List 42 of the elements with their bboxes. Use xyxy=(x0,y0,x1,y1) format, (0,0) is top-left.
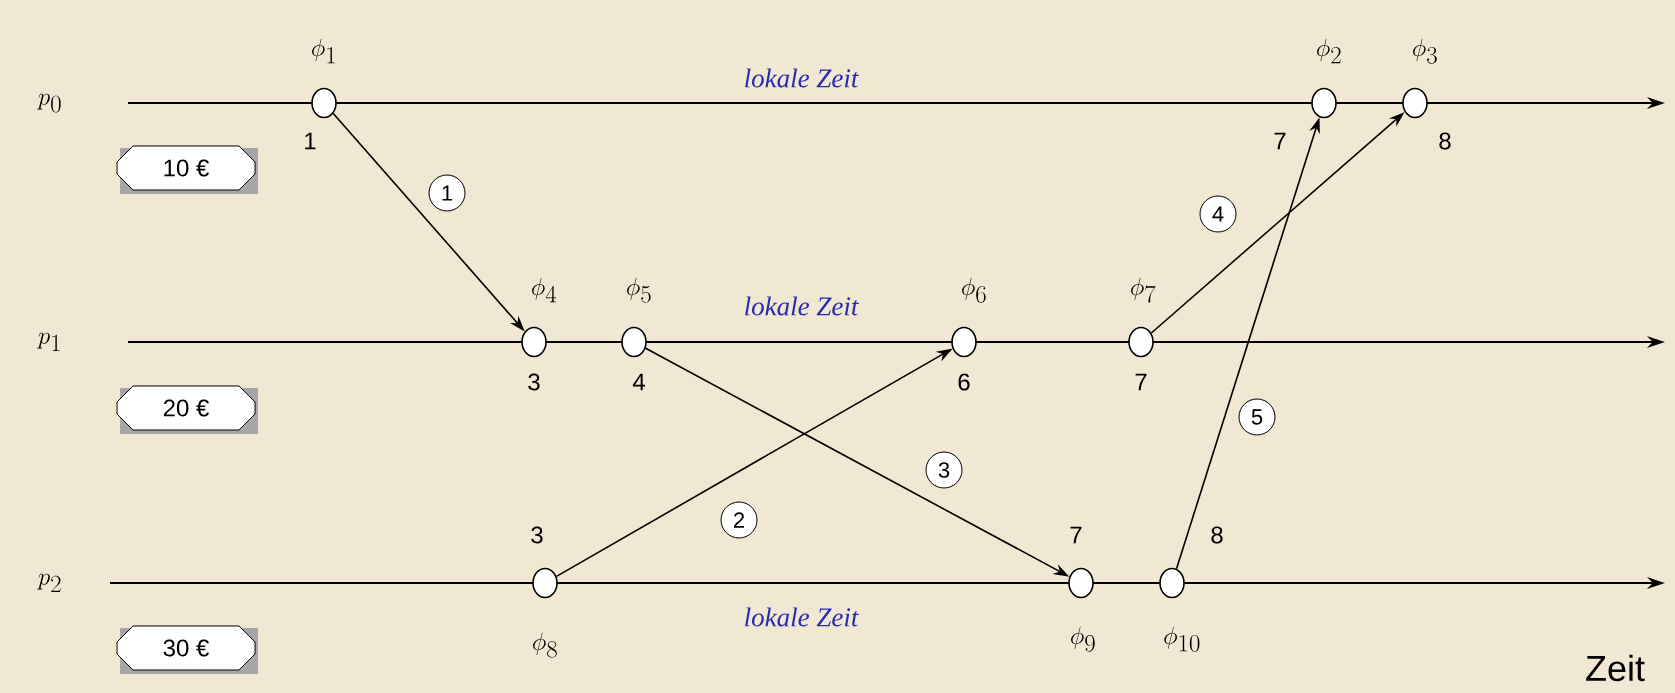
event-circle xyxy=(1128,326,1154,358)
timestamp: 7 xyxy=(1135,373,1147,391)
time-label: lokale Zeit xyxy=(741,294,861,318)
timestamp: 7 xyxy=(1070,526,1082,544)
amount-box: 30 € xyxy=(116,625,258,674)
timestamp: 4 xyxy=(632,373,645,391)
message-number: 3 xyxy=(925,451,963,489)
event-label: $\phi_7$ xyxy=(1131,277,1156,303)
timestamp: 3 xyxy=(528,373,540,391)
event-circle xyxy=(1311,87,1337,119)
timestamp: 1 xyxy=(305,132,316,150)
time-label: lokale Zeit xyxy=(741,605,861,629)
event-label: $\phi_4$ xyxy=(532,277,557,303)
timestamp: 6 xyxy=(958,373,970,391)
event-label: $\phi_2$ xyxy=(1317,38,1341,64)
event-circle xyxy=(1159,567,1185,599)
time-label: lokale Zeit xyxy=(741,66,861,90)
message-number: 2 xyxy=(720,501,758,539)
event-circle xyxy=(1402,87,1428,119)
event-label: $\phi_3$ xyxy=(1413,38,1437,64)
axis-label: Zeit xyxy=(1586,654,1645,682)
message-number: 4 xyxy=(1199,195,1237,233)
event-label: $\phi_{10}$ xyxy=(1164,626,1200,652)
timestamp: 8 xyxy=(1439,132,1451,150)
event-circle xyxy=(1068,567,1094,599)
event-circle xyxy=(951,326,977,358)
event-label: $\phi_1$ xyxy=(312,38,335,64)
event-label: $\phi_5$ xyxy=(627,277,651,303)
amount-box: 20 € xyxy=(116,385,258,434)
timestamp: 3 xyxy=(531,526,543,544)
event-circle xyxy=(311,87,337,119)
event-label: $\phi_6$ xyxy=(962,277,986,303)
event-circle xyxy=(532,567,558,599)
event-circle xyxy=(521,326,547,358)
message-number: 5 xyxy=(1238,398,1276,436)
event-label: $\phi_8$ xyxy=(533,632,557,658)
amount-box: 10 € xyxy=(116,145,258,194)
message-number: 1 xyxy=(428,174,466,212)
timestamp: 8 xyxy=(1211,526,1223,544)
timestamp: 7 xyxy=(1274,132,1286,150)
event-circle xyxy=(621,326,647,358)
event-label: $\phi_9$ xyxy=(1071,626,1095,652)
